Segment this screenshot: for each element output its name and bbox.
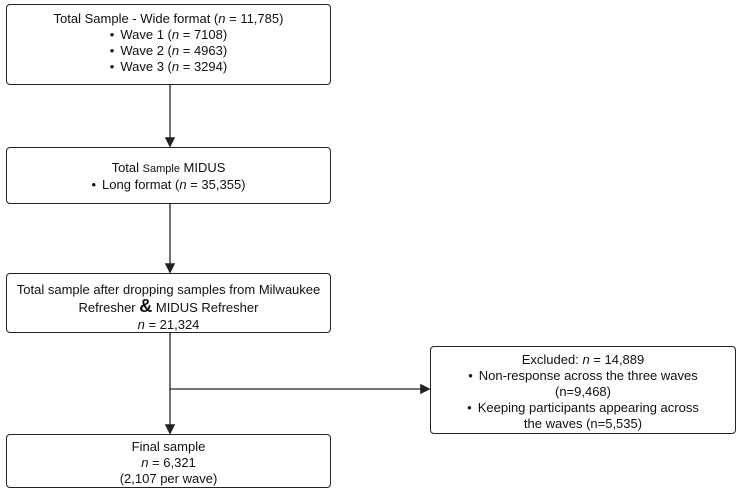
final-n: n = 6,321: [141, 455, 196, 470]
wave-3-item: •Wave 3 (n = 3294): [109, 59, 228, 74]
after-drop-line1: Total sample after dropping samples from…: [16, 282, 321, 297]
after-drop-n: n = 21,324: [137, 317, 200, 332]
final-title: Final sample: [131, 439, 206, 454]
final-per-wave: (2,107 per wave): [119, 471, 218, 486]
total-midus-title: Total Sample MIDUS: [111, 160, 226, 175]
box-after-dropping: Total sample after dropping samples from…: [6, 273, 331, 333]
total-wide-title: Total Sample - Wide format (n = 11,785): [53, 11, 284, 26]
box-excluded: Excluded: n = 14,889 •Non-response acros…: [430, 346, 736, 434]
box-total-sample-wide: Total Sample - Wide format (n = 11,785) …: [6, 4, 331, 85]
wave-list: •Wave 1 (n = 7108) •Wave 2 (n = 4963) •W…: [7, 27, 330, 75]
wave-1-item: •Wave 1 (n = 7108): [109, 27, 228, 42]
long-format-item: •Long format (n = 35,355): [91, 177, 246, 192]
wave-2-item: •Wave 2 (n = 4963): [109, 43, 228, 58]
box-total-sample-midus: Total Sample MIDUS •Long format (n = 35,…: [6, 147, 331, 204]
excluded-nonresponse-item: •Non-response across the three waves(n=9…: [468, 368, 698, 399]
excluded-title: Excluded: n = 14,889: [521, 352, 645, 367]
after-drop-line2: Refresher & MIDUS Refresher: [78, 296, 259, 316]
